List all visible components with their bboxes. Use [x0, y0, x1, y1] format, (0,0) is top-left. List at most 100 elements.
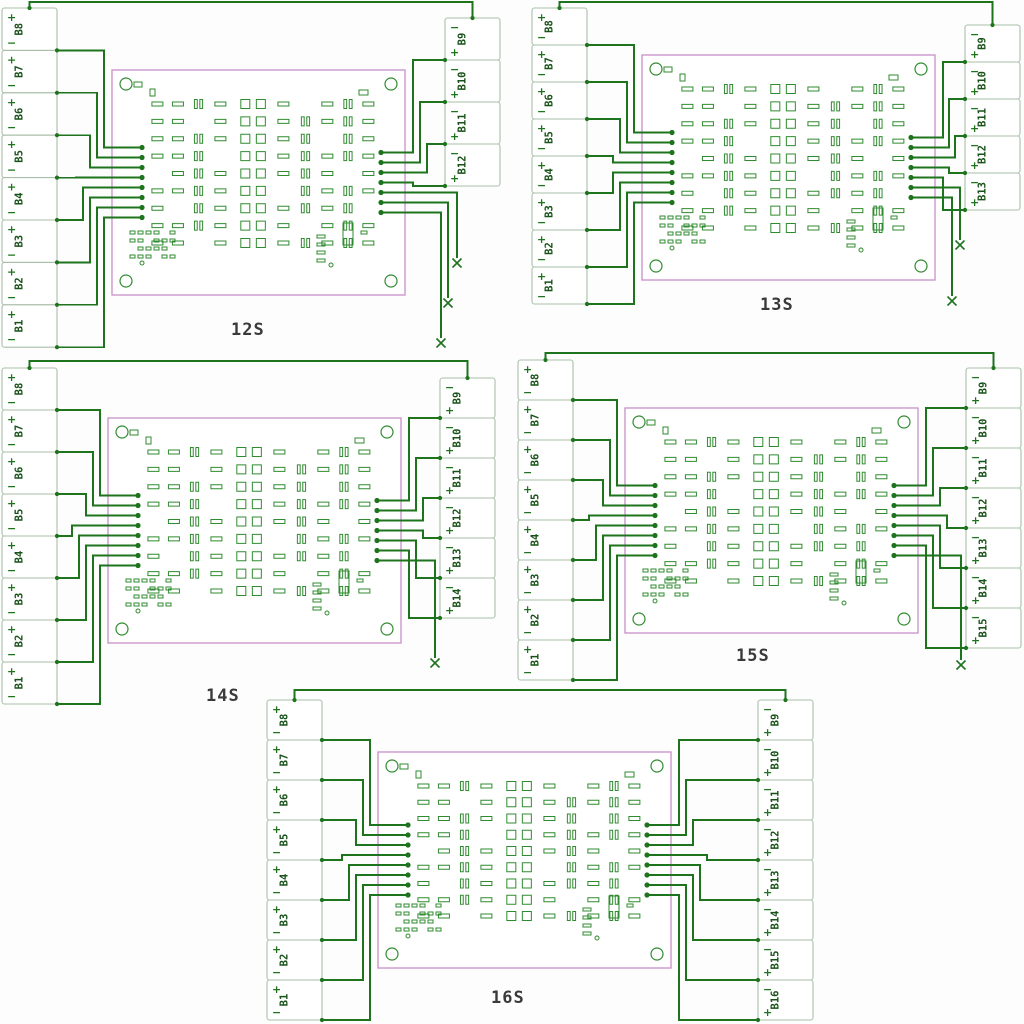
component-footprint: [306, 116, 311, 127]
minus-terminal-mark: −: [7, 438, 16, 451]
solder-pad: [584, 42, 590, 48]
component-footprint: [344, 447, 349, 457]
component-footprint: [296, 516, 301, 527]
component-footprint: [427, 911, 434, 916]
solder-pad: [891, 542, 897, 549]
component-footprint: [892, 103, 905, 109]
component-footprint: [255, 220, 266, 231]
component-footprint: [543, 913, 556, 919]
component-footprint: [273, 449, 286, 455]
solder-pad: [405, 872, 411, 878]
component-footprint: [312, 598, 322, 603]
component-footprint: [312, 590, 322, 595]
balance-wire: [57, 534, 138, 579]
minus-terminal-mark: −: [7, 79, 16, 92]
component-footprint: [587, 897, 600, 903]
plus-terminal-mark: +: [272, 783, 281, 796]
plus-terminal-mark: +: [7, 413, 16, 426]
minus-terminal-mark: −: [7, 291, 16, 304]
component-footprint: [236, 586, 247, 596]
component-footprint: [587, 832, 600, 838]
component-footprint: [147, 536, 160, 542]
minus-terminal-mark: −: [763, 823, 772, 836]
component-footprint: [151, 240, 164, 246]
component-footprint: [348, 185, 353, 196]
component-footprint: [813, 506, 818, 517]
component-footprint: [543, 783, 556, 789]
component-footprint: [642, 592, 649, 597]
component-footprint: [829, 588, 839, 593]
component-footprint: [151, 101, 164, 107]
component-footprint: [348, 203, 353, 214]
component-footprint: [251, 499, 262, 510]
component-footprint: [614, 862, 619, 873]
component-footprint: [744, 121, 757, 127]
minus-terminal-mark: −: [272, 1006, 281, 1019]
plus-terminal-mark: +: [7, 53, 16, 66]
minus-terminal-mark: −: [445, 461, 454, 474]
component-footprint: [255, 238, 266, 248]
solder-pad: [584, 116, 590, 122]
component-footprint: [339, 464, 344, 475]
plus-terminal-mark: +: [523, 643, 532, 656]
battery-label-b6: B6: [279, 794, 291, 807]
mounting-hole: [384, 77, 398, 91]
solder-pad: [891, 552, 897, 559]
component-footprint: [141, 594, 148, 599]
component-footprint: [667, 239, 674, 244]
component-footprint: [273, 519, 286, 524]
component-footprint: [830, 223, 835, 233]
component-footprint: [251, 464, 262, 475]
component-footprint: [312, 606, 322, 611]
solder-pad: [54, 90, 60, 95]
component-footprint: [195, 447, 200, 457]
component-footprint: [646, 419, 656, 426]
battery-cell-b1: [1, 304, 58, 348]
component-footprint: [712, 541, 717, 552]
component-footprint: [582, 907, 592, 912]
minus-terminal-mark: −: [763, 703, 772, 716]
component-footprint: [768, 576, 779, 586]
component-footprint: [312, 582, 322, 587]
component-footprint: [753, 506, 764, 517]
balance-wire: [647, 819, 758, 846]
component-footprint: [861, 558, 866, 569]
component-footprint: [628, 897, 641, 903]
component-footprint: [679, 73, 686, 82]
x-mark-icon: [435, 337, 447, 349]
component-footprint: [566, 878, 571, 889]
plus-terminal-mark: +: [523, 563, 532, 576]
solder-pad: [319, 737, 325, 743]
component-footprint: [691, 239, 698, 244]
component-footprint: [465, 862, 470, 873]
component-footprint: [277, 240, 290, 246]
component-footprint: [706, 506, 711, 517]
component-footprint: [277, 223, 290, 229]
component-footprint: [321, 223, 334, 229]
component-footprint: [790, 509, 803, 514]
component-footprint: [878, 223, 883, 233]
minus-terminal-mark: −: [272, 846, 281, 859]
solder-pad: [135, 562, 141, 569]
plus-terminal-mark: +: [537, 48, 546, 61]
solder-pad: [54, 533, 60, 539]
component-footprint: [846, 219, 856, 224]
solder-pad: [139, 184, 145, 191]
component-footprint: [875, 561, 888, 567]
component-footprint: [255, 116, 266, 127]
component-footprint: [417, 913, 430, 919]
component-footprint: [316, 234, 326, 239]
minus-terminal-mark: −: [445, 541, 454, 554]
battery-label-b2: B2: [279, 954, 291, 967]
component-footprint: [339, 551, 344, 562]
battery-label-b10: B10: [452, 429, 464, 448]
component-footprint: [339, 447, 344, 457]
component-footprint: [344, 551, 349, 562]
component-footprint: [210, 553, 223, 559]
balance-wire: [587, 201, 672, 305]
minus-terminal-mark: −: [7, 480, 16, 493]
component-footprint: [356, 578, 364, 583]
component-footprint: [628, 864, 641, 870]
component-footprint: [682, 592, 689, 597]
component-footprint: [856, 541, 861, 552]
